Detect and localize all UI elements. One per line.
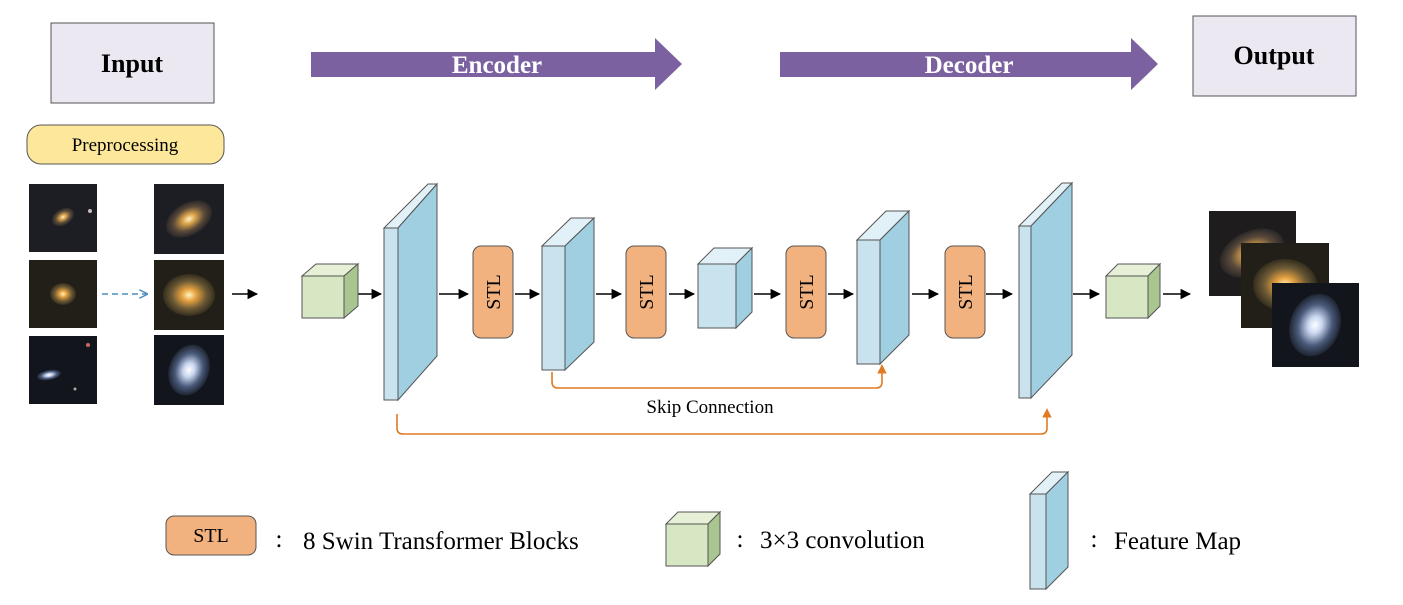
stl-block-2-label: STL (636, 274, 658, 310)
decoder-label: Decoder (925, 52, 1014, 79)
legend-conv-swatch (664, 510, 722, 568)
preprocessing-label: Preprocessing (72, 135, 179, 156)
stl-block-1-label: STL (483, 274, 505, 310)
stl-block-3-label: STL (796, 274, 818, 310)
stl-block-4-label: STL (955, 274, 977, 310)
conv-cube-input (300, 262, 360, 320)
conv-cube-output (1104, 262, 1162, 320)
output-label: Output (1234, 41, 1315, 70)
input-label: Input (101, 49, 163, 78)
legend-conv-desc: 3×3 convolution (760, 527, 925, 554)
skip-connection-outer (396, 408, 1052, 435)
legend-stl-desc: 8 Swin Transformer Blocks (303, 528, 579, 555)
encoder-arrow (311, 38, 682, 90)
skip-connection-label: Skip Connection (646, 397, 774, 418)
encoder-label: Encoder (452, 52, 542, 79)
legend-stl-swatch-label: STL (193, 525, 229, 547)
skip-connection-inner (551, 364, 887, 389)
legend: STL : 8 Swin Transformer Blocks : 3×3 co… (165, 470, 1241, 591)
preprocessed-galaxy-images (154, 184, 224, 405)
output-galaxy-images (1209, 211, 1359, 367)
legend-stl-swatch (165, 515, 257, 556)
stl-block-1 (472, 245, 514, 339)
feature-map-4 (855, 209, 911, 366)
input-box (50, 22, 215, 104)
output-box (1192, 15, 1357, 97)
legend-feature-separator: : (1091, 526, 1098, 553)
legend-stl-separator: : (276, 526, 283, 553)
feature-map-2 (540, 216, 596, 372)
legend-conv-separator: : (737, 526, 744, 553)
stl-block-2 (625, 245, 667, 339)
stl-block-4 (944, 245, 986, 339)
raw-galaxy-3 (29, 336, 97, 404)
raw-galaxy-images (29, 184, 97, 404)
feature-map-1 (382, 182, 439, 402)
stl-block-3 (785, 245, 827, 339)
preprocessing-pill (26, 124, 225, 165)
feature-map-5 (1017, 181, 1074, 400)
decoder-arrow (780, 38, 1158, 90)
legend-feature-swatch (1028, 470, 1070, 591)
legend-feature-desc: Feature Map (1114, 528, 1241, 555)
feature-map-3 (696, 246, 754, 330)
